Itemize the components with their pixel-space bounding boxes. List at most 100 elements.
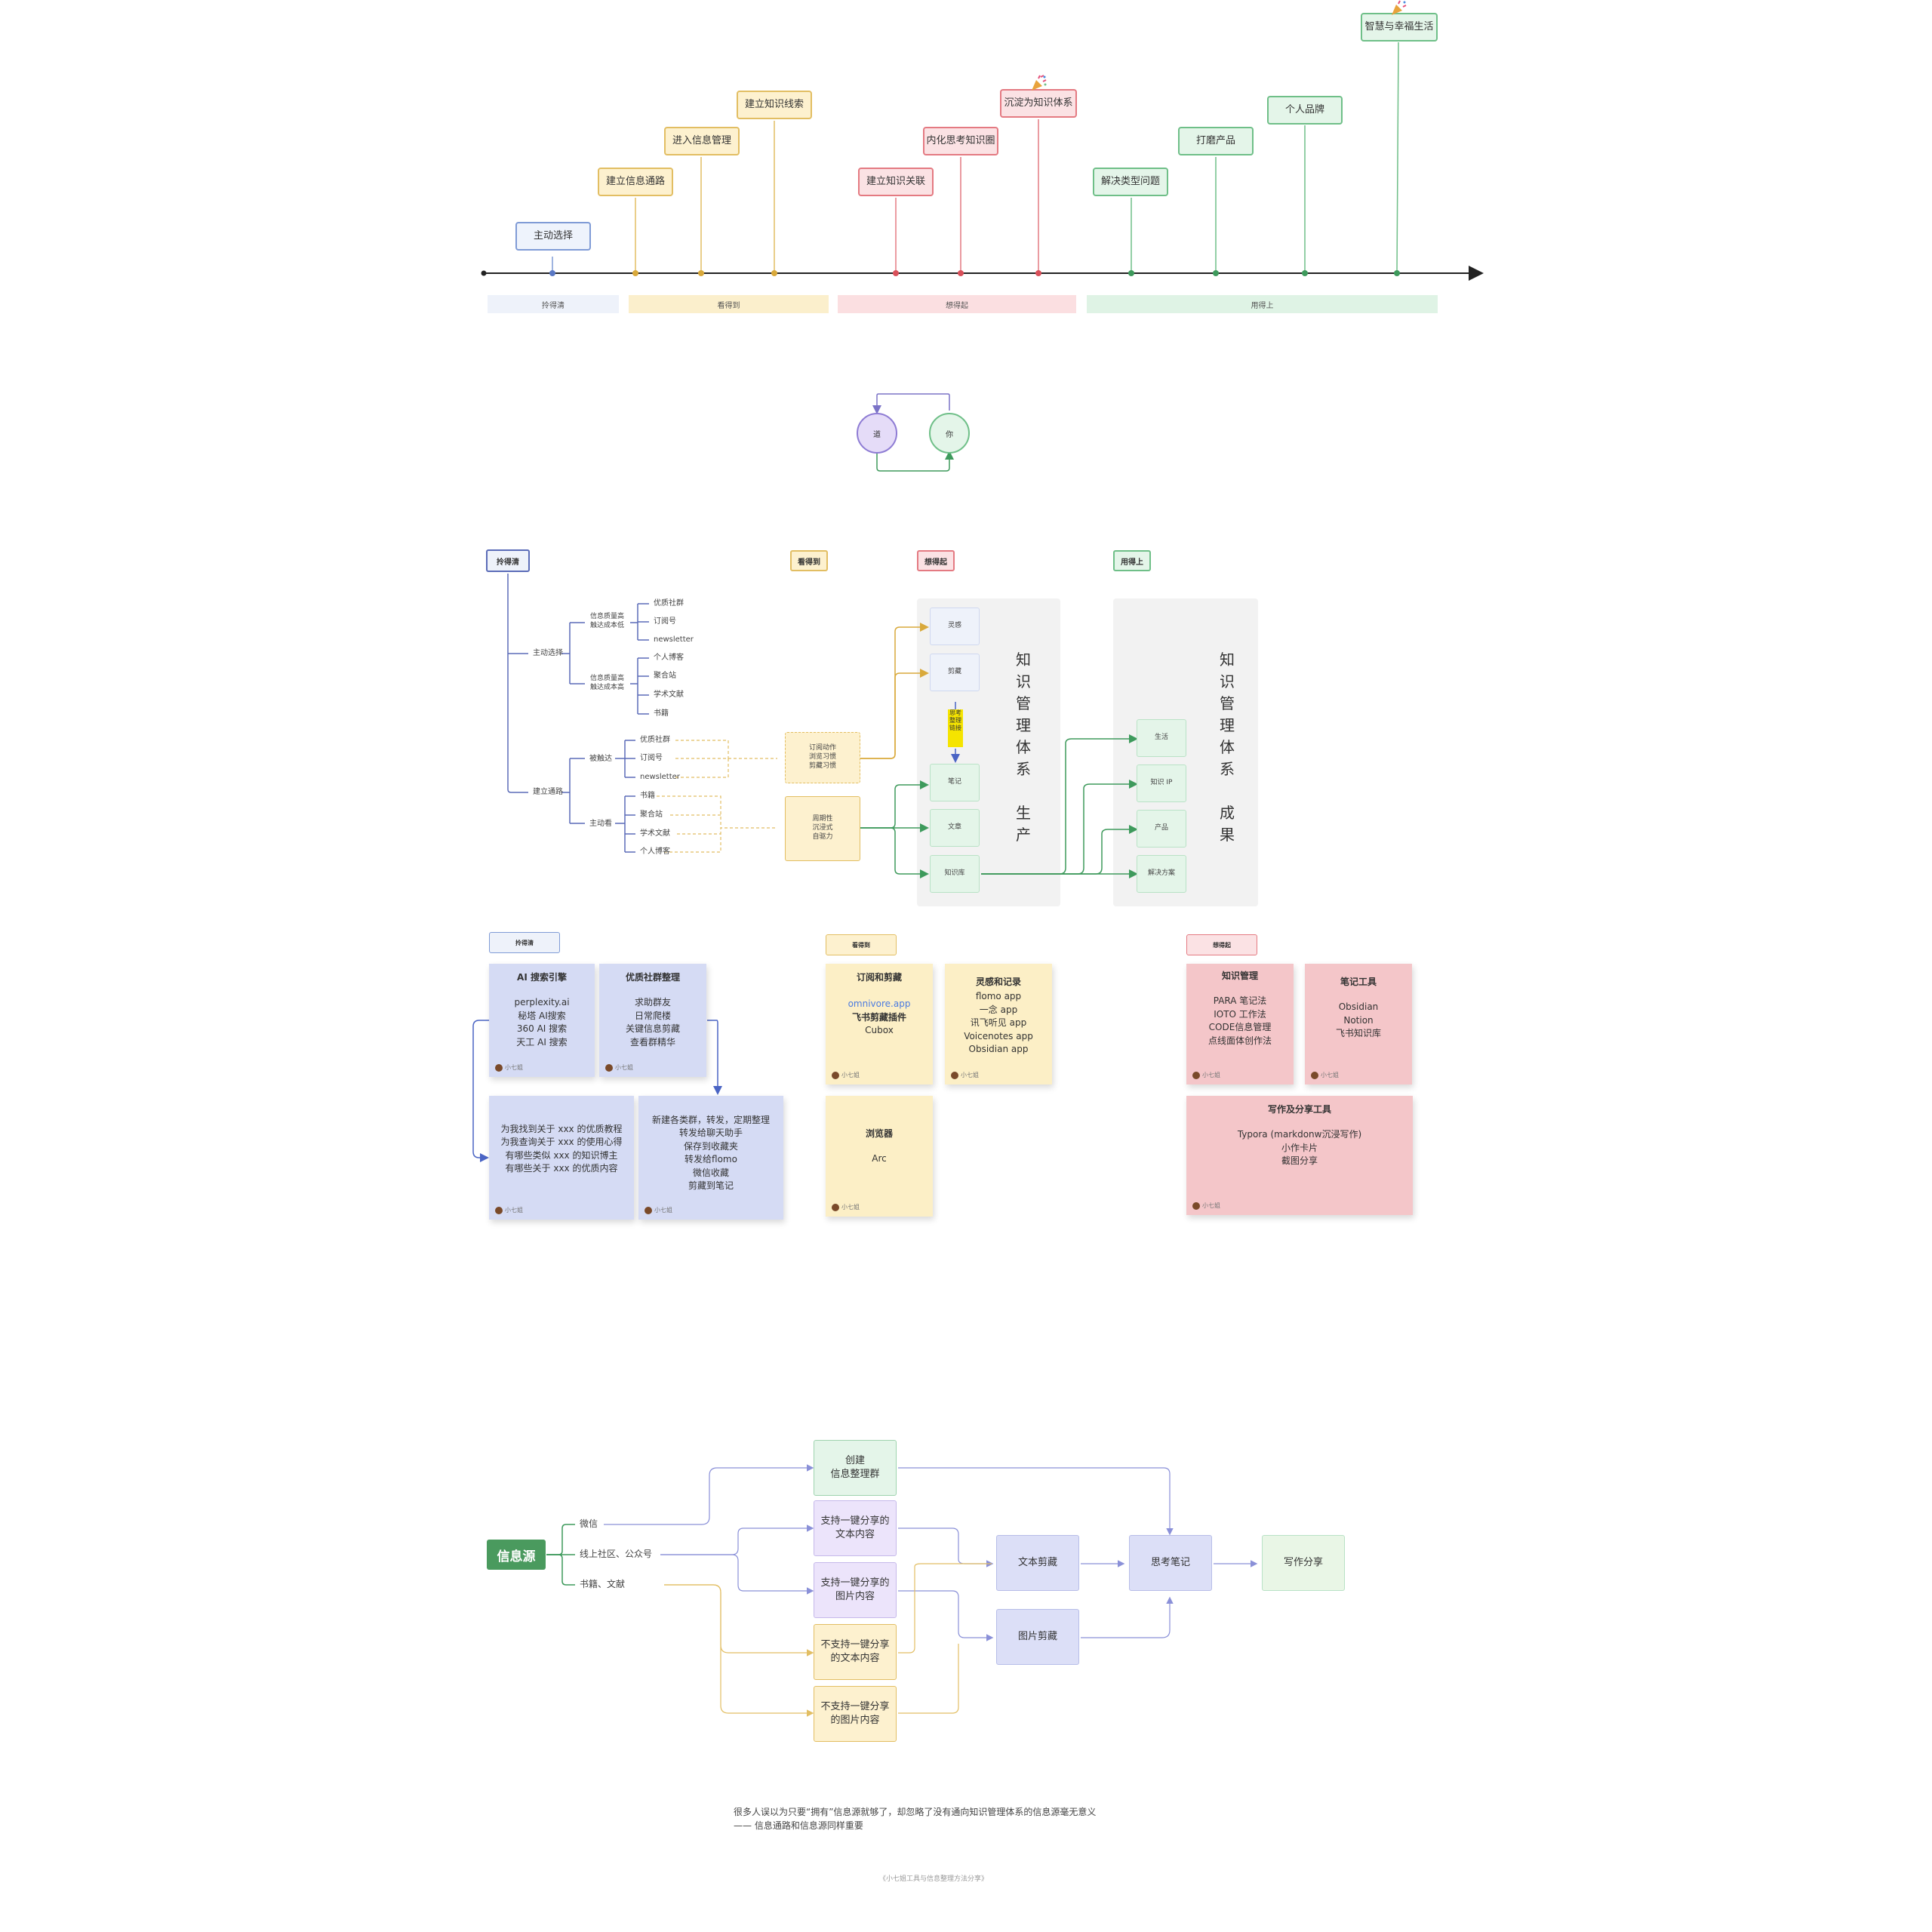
- cycle-node-dao: 道: [857, 413, 897, 454]
- stage-band-recall: 想得起: [838, 295, 1076, 313]
- milestone-active-choice: 主动选择: [515, 222, 591, 251]
- note-title: 写作及分享工具: [1267, 1104, 1331, 1115]
- info-source-node: 信息源: [487, 1540, 546, 1570]
- note-body: Typora (markdonw沉浸写作) 小作卡片 截图分享: [1237, 1129, 1362, 1167]
- sub-quality-high-cost-high: 信息质量高 触达成本高: [590, 675, 625, 691]
- note-body: Arc: [872, 1153, 887, 1164]
- note-title: 知识管理: [1221, 971, 1258, 981]
- flow-share-image: 支持一键分享的 图片内容: [814, 1562, 897, 1618]
- note-ai-search: AI 搜索引擎 perplexity.ai 秘塔 AI搜索 360 AI 搜索 …: [489, 964, 595, 1077]
- note-author: 小七姐: [495, 1063, 523, 1072]
- note-author: 小七姐: [645, 1206, 672, 1215]
- tools-tag-see: 看得到: [826, 934, 897, 955]
- stage-band-use: 用得上: [1087, 295, 1438, 313]
- milestone-wisdom-happiness: 智慧与幸福生活: [1361, 13, 1438, 42]
- note-knowledge-management: 知识管理 PARA 笔记法 IOTO 工作法 CODE信息管理 点线面体创作法 …: [1186, 964, 1294, 1084]
- milestone-knowledge-clues: 建立知识线索: [737, 91, 812, 119]
- branch-passive: 被触达: [589, 755, 612, 763]
- note-author: 小七姐: [605, 1063, 633, 1072]
- regular-box: 周期性 沉浸式 自驱力: [785, 796, 860, 861]
- leaf-item: newsletter: [654, 635, 694, 644]
- tools-tag-clear: 拎得清: [489, 932, 560, 953]
- note-body: 为我找到关于 xxx 的优质教程 为我查询关于 xxx 的使用心得 有哪些类似 …: [500, 1124, 623, 1174]
- prod-articles: 文章: [930, 809, 980, 847]
- note-author: 小七姐: [1311, 1071, 1339, 1080]
- prod-clip: 剪藏: [930, 654, 980, 691]
- footer-line-2: —— 信息通路和信息源同样重要: [734, 1820, 863, 1831]
- branch-build-channel: 建立通路: [533, 788, 563, 796]
- leaf-item: 订阅号: [640, 754, 663, 762]
- avatar: [495, 1064, 503, 1072]
- omnivore-link[interactable]: omnivore.app: [848, 998, 911, 1010]
- note-title: 灵感和记录: [975, 977, 1021, 987]
- result-title: 知 识 管 理 体 系 成 果: [1220, 651, 1235, 844]
- timeline-lines: [481, 42, 1484, 281]
- avatar: [1192, 1202, 1200, 1211]
- leaf-item: 个人博客: [640, 848, 670, 856]
- note-body: 求助群友 日常爬楼 关键信息剪藏 查看群精华: [625, 997, 680, 1048]
- note-body: Obsidian Notion 飞书知识库: [1335, 1001, 1381, 1039]
- milestone-polish-product: 打磨产品: [1178, 127, 1254, 155]
- result-solution: 解决方案: [1137, 855, 1186, 893]
- leaf-item: newsletter: [640, 773, 680, 781]
- sub-quality-high-cost-low: 信息质量高 触达成本低: [590, 613, 625, 629]
- avatar: [605, 1064, 613, 1072]
- leaf-item: 书籍: [640, 792, 655, 800]
- flow-create-group: 创建 信息整理群: [814, 1440, 897, 1496]
- note-subscribe-clip: 订阅和剪藏 omnivore.app 飞书剪藏插件 Cubox 小七姐: [826, 964, 933, 1084]
- flow-image-clip: 图片剪藏: [996, 1609, 1079, 1665]
- footer-quote: 很多人误以为只要“拥有”信息源就够了，却忽略了没有通向知识管理体系的信息源毫无意…: [734, 1805, 1096, 1832]
- avatar: [495, 1207, 503, 1215]
- footer-credit: 《小七姐工具与信息整理方法分享》: [879, 1875, 989, 1883]
- prod-think-link: 思考 整理 链接: [948, 709, 963, 747]
- result-knowledge-ip: 知识 IP: [1137, 764, 1186, 802]
- flow-text-clip: 文本剪藏: [996, 1535, 1079, 1591]
- stage-band-see: 看得到: [629, 295, 829, 313]
- leaf-item: 订阅号: [654, 617, 676, 626]
- branch-active-choice: 主动选择: [533, 649, 563, 657]
- habit-box: 订阅动作 浏览习惯 剪藏习惯: [785, 732, 860, 783]
- note-author: 小七姐: [832, 1071, 860, 1080]
- note-body: PARA 笔记法 IOTO 工作法 CODE信息管理 点线面体创作法: [1208, 995, 1272, 1046]
- leaf-item: 学术文献: [640, 829, 670, 838]
- note-title: 浏览器: [865, 1128, 893, 1139]
- framework-header-see: 看得到: [790, 550, 828, 571]
- note-author: 小七姐: [1192, 1071, 1220, 1080]
- note-body: Cubox: [865, 1025, 894, 1036]
- note-browser: 浏览器 Arc 小七姐: [826, 1096, 933, 1217]
- milestone-knowledge-system: 沉淀为知识体系: [1000, 89, 1077, 118]
- cycle-node-you: 你: [929, 413, 970, 454]
- leaf-item: 优质社群: [640, 736, 670, 744]
- milestone-solve-problems: 解决类型问题: [1093, 168, 1168, 196]
- cycle-arrows: [872, 393, 954, 472]
- note-writing-sharing: 写作及分享工具 Typora (markdonw沉浸写作) 小作卡片 截图分享 …: [1186, 1096, 1413, 1215]
- branch-active-read: 主动看: [589, 820, 612, 828]
- milestone-info-channel: 建立信息通路: [598, 168, 673, 196]
- leaf-item: 书籍: [654, 709, 669, 718]
- note-title: 笔记工具: [1340, 977, 1377, 987]
- milestone-personal-brand: 个人品牌: [1267, 96, 1343, 125]
- leaf-item: 优质社群: [654, 599, 684, 608]
- framework-header-use: 用得上: [1113, 550, 1151, 571]
- party-popper-icon: [1392, 0, 1407, 15]
- party-popper-icon: [1032, 75, 1047, 91]
- avatar: [951, 1072, 958, 1080]
- result-life: 生活: [1137, 719, 1186, 757]
- prod-inspiration: 灵感: [930, 608, 980, 645]
- framework-header-recall: 想得起: [917, 550, 955, 571]
- tools-tag-recall: 想得起: [1186, 934, 1257, 955]
- flow-write-share: 写作分享: [1262, 1535, 1345, 1591]
- note-body: 飞书剪藏插件: [851, 1011, 906, 1023]
- note-body: flomo app 一念 app 讯飞听见 app Voicenotes app…: [964, 991, 1033, 1054]
- channel-wechat: 微信: [580, 1518, 598, 1529]
- note-author: 小七姐: [1192, 1201, 1220, 1211]
- leaf-item: 聚合站: [640, 811, 663, 819]
- avatar: [645, 1207, 652, 1215]
- framework-connectors: [507, 574, 1138, 878]
- flow-connectors: [546, 1464, 1258, 1717]
- flow-share-text: 支持一键分享的 文本内容: [814, 1500, 897, 1556]
- milestone-internalize: 内化思考知识圈: [923, 127, 998, 155]
- note-search-prompts: 为我找到关于 xxx 的优质教程 为我查询关于 xxx 的使用心得 有哪些类似 …: [489, 1096, 634, 1220]
- stage-band-clear: 拎得清: [488, 295, 619, 313]
- note-note-tools: 笔记工具 Obsidian Notion 飞书知识库 小七姐: [1305, 964, 1412, 1084]
